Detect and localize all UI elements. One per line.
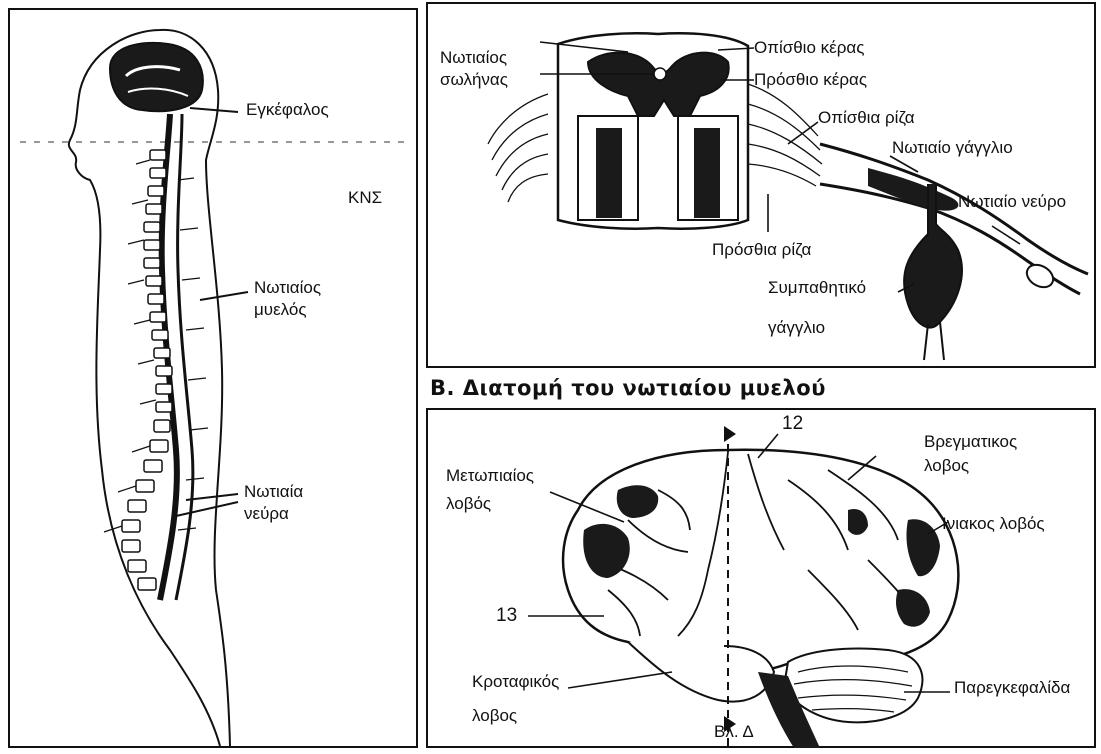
spinal-column-line: [176, 114, 193, 600]
figure-b-caption: Β. Διατομή του νωτιαίου μυελού: [430, 376, 826, 400]
body-outline: [69, 30, 230, 746]
label-sympathetic-ganglion-line1: Συμπαθητικό: [768, 278, 866, 298]
label-brain: Εγκέφαλος: [246, 100, 329, 120]
label-spinal-ganglion: Νωτιαίο γάγγλιο: [892, 138, 1013, 158]
label-frontal-lobe-line2: λοβός: [446, 494, 491, 514]
label-temporal-lobe-line2: λοβος: [472, 706, 517, 726]
spinal-nerves-leader-line: [186, 494, 238, 500]
temporal-lobe-shape: [628, 642, 774, 702]
label-cerebellum: Παρεγκεφαλίδα: [954, 678, 1070, 698]
label-anterior-root: Πρόσθια ρίζα: [712, 240, 811, 260]
temporal-lobe-leader-line: [568, 672, 672, 688]
label-spinal-nerve: Νωτιαίο νεύρο: [958, 192, 1066, 212]
spinal-cord-leader-line: [200, 292, 248, 300]
label-posterior-root: Οπίσθια ρίζα: [818, 108, 915, 128]
spinal-cord-section-illustration: [428, 4, 1098, 370]
label-central-canal-line2: σωλήνας: [440, 70, 508, 90]
label-occipital-lobe: Ινιακος λοβός: [942, 514, 1045, 534]
brain-lobes-illustration: [428, 410, 1098, 750]
label-frontal-lobe-line1: Μετωπιαίος: [446, 466, 534, 486]
section-arrow-top: [724, 426, 736, 442]
cerebellum-shape: [784, 649, 922, 723]
label-spinal-nerves-line2: νεύρα: [244, 504, 289, 524]
left-column-core: [596, 128, 622, 218]
panel-nervous-system: Εγκέφαλος ΚΝΣ Νωτιαίος μυελός Νωτιαία νε…: [8, 8, 418, 748]
label-spinal-nerves-line1: Νωτιαία: [244, 482, 303, 502]
spinal-nerves-leader-line: [176, 502, 238, 516]
right-column-core: [694, 128, 720, 218]
label-reference-d: Βλ. Δ: [714, 722, 754, 742]
label-parietal-lobe-line2: λοβος: [924, 456, 969, 476]
label-temporal-lobe-line1: Κροταφικός: [472, 672, 559, 692]
label-sympathetic-ganglion-line2: γάγγλιο: [768, 318, 825, 338]
body-silhouette-illustration: [10, 10, 420, 750]
central-canal: [654, 68, 666, 80]
panel-spinal-cord-section: Νωτιαίος σωλήνας Οπίσθιο κέρας Πρόσθιο κ…: [426, 2, 1096, 368]
label-posterior-horn: Οπίσθιο κέρας: [754, 38, 864, 58]
brain-shape: [110, 43, 203, 111]
label-central-canal-line1: Νωτιαίος: [440, 48, 507, 68]
left-root-fibres: [488, 94, 548, 202]
right-root-fibres: [748, 84, 822, 186]
label-spinal-cord-line1: Νωτιαίος: [254, 278, 321, 298]
label-number-12: 12: [782, 414, 803, 434]
label-number-13: 13: [496, 606, 517, 626]
nerve-cut-end: [1023, 260, 1057, 291]
label-parietal-lobe-line1: Βρεγματικος: [924, 432, 1017, 452]
brain-leader-line: [190, 108, 238, 112]
label-spinal-cord-line2: μυελός: [254, 300, 307, 320]
panel-brain-lobes: 12 Βρεγματικος λοβος Μετωπιαίος λοβός Ιν…: [426, 408, 1096, 748]
label-cns: ΚΝΣ: [348, 188, 382, 208]
label-anterior-horn: Πρόσθιο κέρας: [754, 70, 867, 90]
